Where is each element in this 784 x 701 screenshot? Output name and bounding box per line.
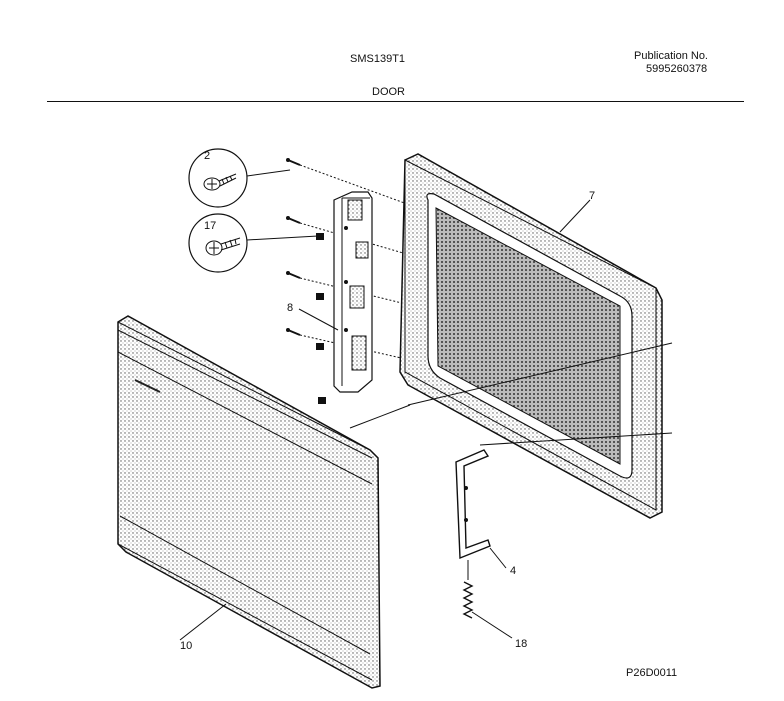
door-hinge: [455, 449, 507, 569]
header-rule: [47, 101, 744, 102]
section-title: DOOR: [372, 86, 405, 98]
latch-bracket: [298, 191, 373, 393]
screw-callout-17: [188, 213, 319, 273]
door-front-panel: [117, 315, 411, 689]
screw-icon: [203, 173, 237, 191]
door-frame-assembly: [399, 153, 673, 519]
screw-callout-2: [188, 148, 291, 208]
door-spring: [462, 560, 513, 639]
publication-label: Publication No.: [634, 50, 708, 62]
callout-2: 2: [204, 150, 211, 162]
model-number: SMS139T1: [350, 53, 406, 65]
callout-4: 4: [510, 565, 517, 577]
callout-7: 7: [589, 190, 596, 202]
callout-18: 18: [515, 638, 528, 650]
figure-code: P26D0011: [626, 667, 678, 679]
callout-10: 10: [180, 640, 193, 652]
screw-icon: [205, 237, 241, 256]
callout-17: 17: [204, 220, 217, 232]
publication-number: 5995260378: [646, 63, 708, 75]
callout-8: 8: [287, 302, 294, 314]
